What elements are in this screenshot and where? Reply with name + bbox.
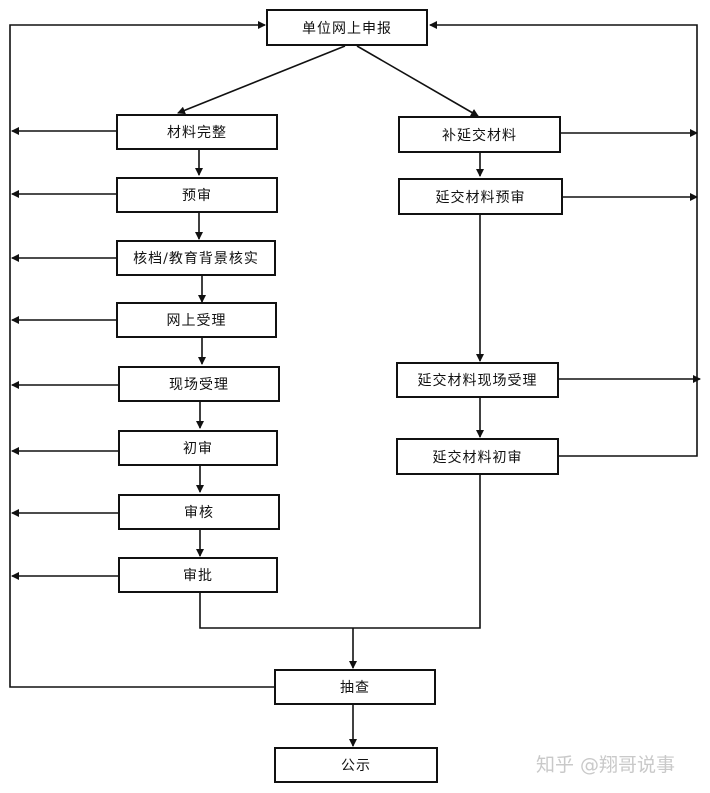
node-complete: 材料完整 (116, 114, 278, 150)
merge-left-branch (199, 474, 481, 629)
node-approve: 审批 (118, 557, 278, 593)
arrow-submit-to-complete (177, 45, 346, 115)
node-onsite-accept: 现场受理 (118, 366, 280, 402)
loop-latefirst-to-submit (429, 21, 698, 457)
node-late-prereview: 延交材料预审 (398, 178, 563, 215)
node-verify: 核档/教育背景核实 (116, 240, 276, 276)
node-prereview: 预审 (116, 177, 278, 213)
arrow-submit-to-supplement (356, 45, 479, 117)
node-submit: 单位网上申报 (266, 9, 428, 46)
node-publicity: 公示 (274, 747, 438, 783)
node-supplement: 补延交材料 (398, 116, 561, 153)
watermark: 知乎 @翔哥说事 (536, 754, 676, 776)
loop-spotcheck-to-submit (9, 21, 274, 688)
node-spot-check: 抽查 (274, 669, 436, 705)
node-online-accept: 网上受理 (116, 302, 277, 338)
node-late-first-review: 延交材料初审 (396, 438, 559, 475)
node-late-onsite: 延交材料现场受理 (396, 362, 559, 398)
node-audit: 审核 (118, 494, 280, 530)
node-first-review: 初审 (118, 430, 278, 466)
